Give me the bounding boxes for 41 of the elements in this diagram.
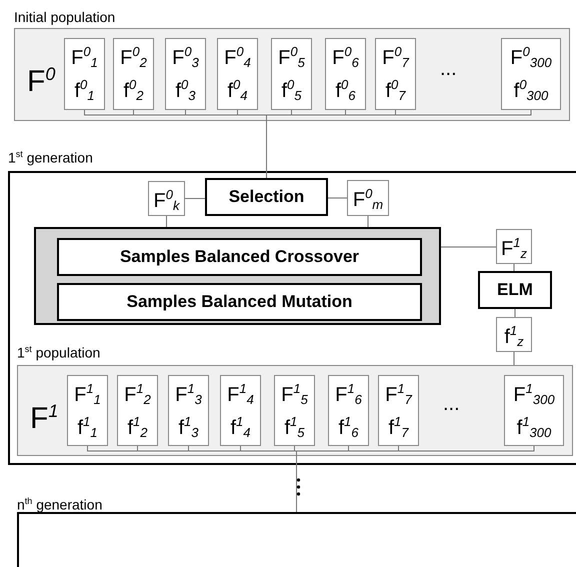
individual-card xyxy=(217,38,258,110)
individual-card xyxy=(165,38,206,110)
individual-card xyxy=(496,229,532,264)
ellipsis-text: ... xyxy=(440,58,457,81)
individual-card xyxy=(220,375,261,446)
individual-card xyxy=(496,317,532,352)
panel-heading: 1$^{st}$ population xyxy=(17,343,100,362)
connector-line xyxy=(440,246,496,248)
process-box xyxy=(205,178,328,216)
panel-heading: Initial population xyxy=(14,8,116,26)
individual-card xyxy=(347,180,389,216)
individual-card xyxy=(501,38,561,110)
connector-line xyxy=(184,198,206,199)
process-label: Samples Balanced Mutation xyxy=(126,292,352,312)
process-label: Selection xyxy=(228,187,304,207)
process-box xyxy=(478,271,552,309)
process-box xyxy=(57,283,422,321)
individual-card xyxy=(375,38,416,110)
individual-card xyxy=(378,375,419,446)
individual-card xyxy=(328,375,369,446)
individual-card xyxy=(67,375,108,446)
individual-card xyxy=(271,38,312,110)
population-symbol: F$^{1}$ xyxy=(30,400,58,435)
individual-card xyxy=(274,375,315,446)
panel-heading: n$^{th}$ generation xyxy=(17,495,102,514)
individual-card xyxy=(117,375,158,446)
individual-card xyxy=(504,375,564,446)
connector-line xyxy=(514,308,516,318)
individual-card xyxy=(168,375,209,446)
individual-card xyxy=(113,38,154,110)
population-symbol: F$^{0}$ xyxy=(27,63,56,98)
process-label: Samples Balanced Crossover xyxy=(120,247,360,267)
ellipsis-text: ... xyxy=(443,393,460,416)
individual-card xyxy=(64,38,105,110)
individual-card xyxy=(325,38,366,110)
process-label: ELM xyxy=(497,280,533,300)
process-box xyxy=(57,238,422,276)
connector-line xyxy=(166,216,167,228)
panel-heading: 1$^{st}$ generation xyxy=(8,148,93,167)
operator-panel xyxy=(34,227,441,325)
individual-card xyxy=(148,181,185,216)
